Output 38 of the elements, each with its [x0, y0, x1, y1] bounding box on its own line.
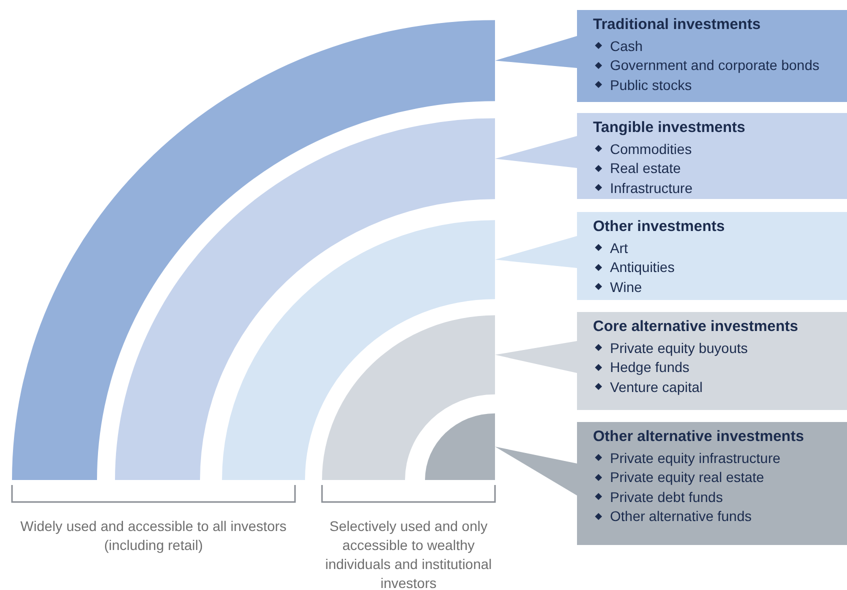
list-item: Other alternative funds — [610, 508, 752, 524]
list-item: Wine — [610, 278, 642, 295]
arc-band — [222, 220, 495, 480]
category-heading: Core alternative investments — [593, 318, 798, 335]
list-item: Private equity real estate — [610, 469, 764, 486]
list-item: Public stocks — [610, 76, 692, 93]
callout-pointer — [495, 136, 577, 168]
callout-pointer — [495, 36, 577, 68]
list-item: Cash — [610, 38, 643, 54]
callout-pointer — [495, 341, 577, 373]
list-item: Private equity infrastructure — [610, 450, 780, 466]
category-heading: Tangible investments — [593, 119, 746, 136]
category-heading: Other alternative investments — [593, 428, 804, 445]
arc-band — [425, 413, 495, 480]
category-heading: Other investments — [593, 218, 725, 235]
list-item: Infrastructure — [610, 180, 692, 196]
category-box — [577, 10, 847, 102]
list-item: Hedge funds — [610, 359, 690, 376]
group-caption: Selectively used and only accessible to wealthy individuals and institutional investors — [324, 517, 493, 590]
category-box — [577, 113, 847, 199]
category-box — [577, 422, 847, 545]
list-item: Private equity buyouts — [610, 340, 748, 356]
arc-band — [12, 20, 495, 480]
arc-band — [322, 315, 495, 480]
list-item: Art — [610, 240, 628, 256]
category-box — [577, 212, 847, 300]
callout-pointer — [495, 236, 577, 268]
list-item: Government and corporate bonds — [610, 57, 820, 74]
callout-pointer — [495, 446, 577, 496]
category-box — [577, 312, 847, 410]
category-heading: Traditional investments — [593, 16, 761, 33]
list-item: Antiquities — [610, 259, 675, 276]
group-caption: Widely used and accessible to all investors (including retail) — [19, 517, 288, 555]
list-item: Commodities — [610, 140, 692, 157]
arc-band — [115, 118, 495, 480]
list-item: Private debt funds — [610, 488, 723, 505]
list-item: Real estate — [610, 160, 681, 176]
list-item: Venture capital — [610, 378, 703, 395]
